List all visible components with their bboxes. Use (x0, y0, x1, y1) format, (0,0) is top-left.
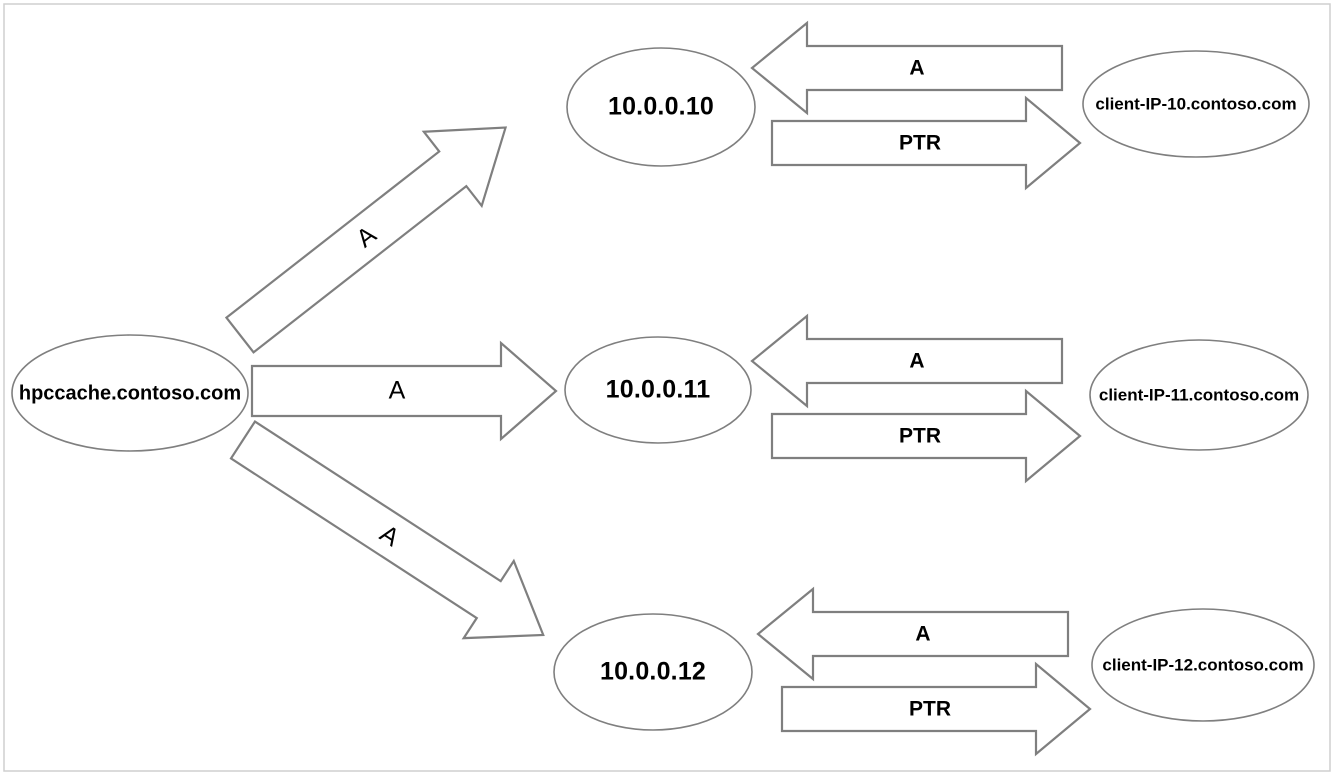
node-hpccache-label: hpccache.contoso.com (19, 382, 241, 404)
edge-label-ptr-client12: PTR (909, 698, 951, 721)
node-client-10-label: client-IP-10.contoso.com (1095, 94, 1296, 113)
block-arrow-left-a-1 (750, 20, 1064, 116)
node-client-11-ellipse (1089, 339, 1309, 451)
edge-label-ptr-client10: PTR (899, 132, 941, 155)
block-arrow-left-a-2 (750, 313, 1064, 409)
node-hpccache-ellipse (11, 334, 249, 452)
node-client-12-ellipse (1091, 608, 1315, 722)
node-client-11[interactable]: client-IP-11.contoso.com (1089, 339, 1309, 451)
block-arrow-up-right (224, 126, 508, 354)
node-client-10[interactable]: client-IP-10.contoso.com (1082, 50, 1310, 158)
node-ip-11-label: 10.0.0.11 (606, 376, 711, 404)
edge-row-3: A PTR (756, 586, 1092, 757)
edge-label-ptr-client11: PTR (899, 425, 941, 448)
node-ip-10-label: 10.0.0.10 (608, 93, 714, 121)
node-ip-10-ellipse (566, 47, 756, 167)
canvas-frame (3, 3, 1331, 772)
block-arrow-right-ptr-3 (780, 661, 1092, 757)
block-arrow-left-a-3 (756, 586, 1070, 682)
node-hpccache[interactable]: hpccache.contoso.com (11, 334, 249, 452)
node-ip-12-label: 10.0.0.12 (600, 658, 706, 686)
node-client-11-label: client-IP-11.contoso.com (1099, 385, 1299, 404)
block-arrow-right-ip11 (250, 340, 558, 442)
edge-row-2: A PTR (750, 313, 1082, 484)
edge-label-a-client11: A (909, 350, 924, 373)
node-ip-11-ellipse (564, 336, 752, 444)
edge-label-a-client10: A (909, 57, 924, 80)
edge-cache-to-ip12: A (229, 420, 545, 640)
edge-cache-to-ip10: A (224, 126, 508, 354)
node-ip-12[interactable]: 10.0.0.12 (553, 613, 753, 731)
node-ip-11[interactable]: 10.0.0.11 (564, 336, 752, 444)
node-ip-10[interactable]: 10.0.0.10 (566, 47, 756, 167)
node-client-10-ellipse (1082, 50, 1310, 158)
edge-cache-to-ip11: A (250, 340, 558, 442)
block-arrow-down-right (229, 420, 545, 640)
block-arrow-right-ptr-2 (770, 388, 1082, 484)
node-client-12[interactable]: client-IP-12.contoso.com (1091, 608, 1315, 722)
block-arrow-right-ptr-1 (770, 95, 1082, 191)
edge-row-1: A PTR (750, 20, 1082, 191)
edge-label-a-client12: A (915, 623, 930, 646)
node-ip-12-ellipse (553, 613, 753, 731)
node-client-12-label: client-IP-12.contoso.com (1102, 655, 1303, 674)
edge-label-a-ip11: A (389, 377, 406, 405)
